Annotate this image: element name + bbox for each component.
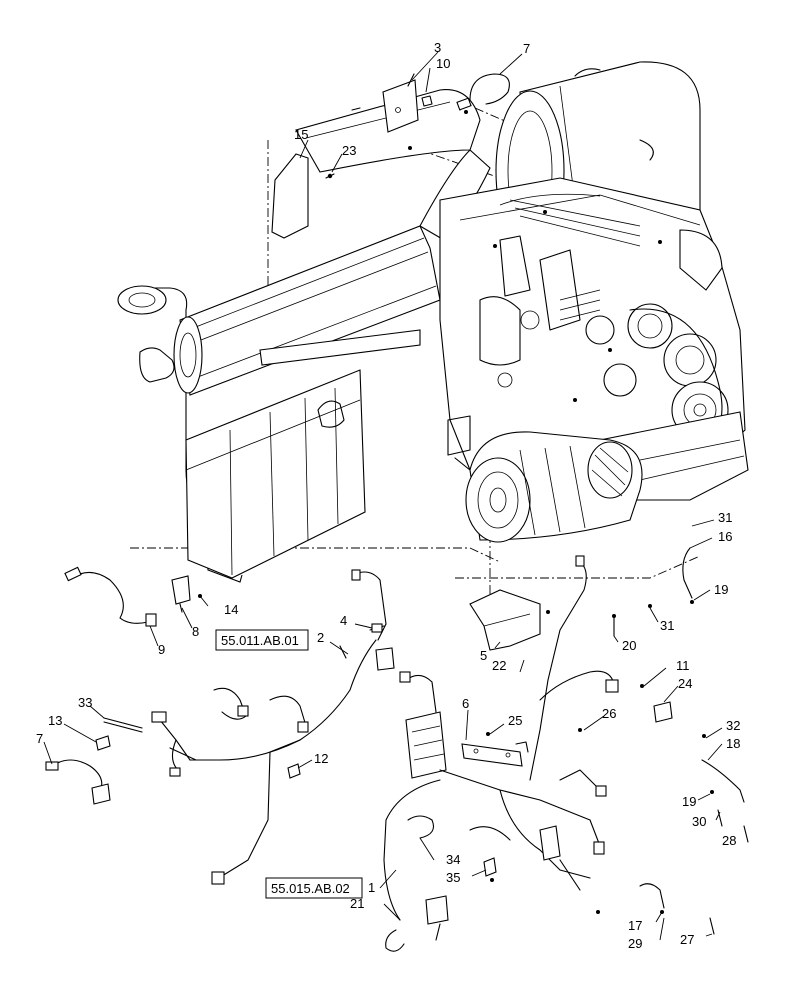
callout-22: 22: [492, 658, 506, 673]
callout-20: 20: [622, 638, 636, 653]
callout-6: 6: [462, 696, 469, 711]
callout-16: 16: [718, 529, 732, 544]
scr-box: [139, 347, 366, 579]
fan-housing: [465, 431, 643, 543]
callout-11: 11: [676, 658, 690, 673]
callout-9: 9: [158, 642, 165, 657]
callout-25: 25: [508, 713, 522, 728]
leader-lines: [43, 51, 723, 941]
callout-19-top: 19: [714, 582, 728, 597]
callout-21: 21: [350, 896, 364, 911]
ref-label-harness-1: 55.015.AB.02: [271, 881, 350, 896]
harness-left: [45, 566, 395, 885]
callout-19-bottom: 19: [682, 794, 696, 809]
reference-boxes: 55.011.AB.01 55.015.AB.02: [215, 629, 363, 899]
callout-27: 27: [680, 932, 694, 947]
callout-18: 18: [726, 736, 740, 751]
callout-30: 30: [692, 814, 706, 829]
callout-26: 26: [602, 706, 616, 721]
ref-box-harness-2: [215, 629, 309, 651]
callout-32: 32: [726, 718, 740, 733]
callout-4: 4: [340, 613, 347, 628]
callout-15: 15: [294, 127, 308, 142]
callout-13: 13: [48, 713, 62, 728]
callout-14: 14: [224, 602, 238, 617]
ref-label-harness-2: 55.011.AB.01: [221, 633, 299, 648]
harness-center: [383, 547, 749, 952]
callout-7-top: 7: [523, 41, 530, 56]
gasket: [271, 153, 309, 239]
callout-5: 5: [480, 648, 487, 663]
callout-29: 29: [628, 936, 642, 951]
callout-23: 23: [342, 143, 356, 158]
callout-labels: 3 7 10 15 23 14 8 9 4 2 33 13 7 12 5 22 …: [36, 40, 740, 951]
callout-1: 1: [368, 880, 375, 895]
callout-28: 28: [722, 833, 736, 848]
callout-7-left: 7: [36, 731, 43, 746]
callout-34: 34: [446, 852, 460, 867]
callout-17: 17: [628, 918, 642, 933]
callout-3: 3: [434, 40, 441, 55]
mount-bracket: [461, 743, 523, 767]
callout-31-bottom: 31: [660, 618, 674, 633]
engine-assembly: [117, 61, 749, 640]
bracket-plate: [382, 79, 419, 133]
callout-33: 33: [78, 695, 92, 710]
callout-24: 24: [678, 676, 692, 691]
callout-8: 8: [192, 624, 199, 639]
callout-12: 12: [314, 751, 328, 766]
callout-2: 2: [317, 630, 324, 645]
top-parts: [271, 73, 510, 239]
ecu-bracket: [469, 589, 541, 651]
callout-35: 35: [446, 870, 460, 885]
callout-31-top: 31: [718, 510, 732, 525]
ref-box-harness-1: [265, 877, 363, 899]
callout-10: 10: [436, 56, 450, 71]
